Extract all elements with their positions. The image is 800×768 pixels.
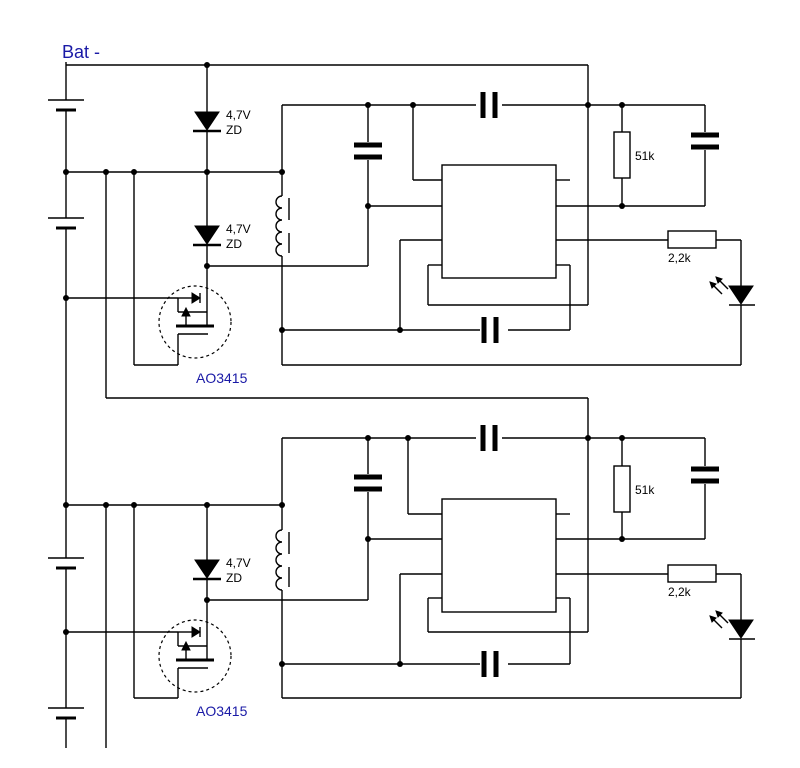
resistor-22k-lower-label: 2,2k: [668, 585, 692, 599]
mosfet-lower-circle: [158, 619, 232, 693]
zener-low-voltage: 4,7V: [226, 556, 251, 570]
zener-diode-top-icon: [194, 111, 220, 131]
zener-top-type: ZD: [226, 123, 242, 137]
resistor-51k-lower: [613, 465, 631, 513]
battery-label: Bat -: [62, 42, 100, 62]
resistor-22k-upper: [667, 230, 717, 249]
led-upper-icon: [728, 285, 754, 305]
mosfet-lower-label: AO3415: [196, 703, 248, 719]
resistor-22k-lower: [667, 564, 717, 583]
inductor-lower-icon: [275, 529, 283, 591]
zener-low-type: ZD: [226, 571, 242, 585]
ic-chip-upper: [441, 164, 557, 279]
mosfet-upper-label: AO3415: [196, 370, 248, 386]
lower-stage: 4,7V ZD AO3415: [63, 425, 755, 719]
zener-mid-voltage: 4,7V: [226, 222, 251, 236]
ic-chip-lower: [441, 498, 557, 613]
resistor-51k-upper-label: 51k: [635, 149, 655, 163]
resistor-22k-upper-label: 2,2k: [668, 251, 692, 265]
resistor-51k-upper: [613, 131, 631, 179]
battery-stack: [48, 62, 84, 748]
mosfet-upper-diode-icon: [191, 292, 201, 304]
led-lower-icon: [728, 619, 754, 639]
mosfet-upper-circle: [158, 285, 232, 359]
zener-mid-type: ZD: [226, 237, 242, 251]
inductor-upper-icon: [275, 195, 283, 257]
zener-diode-mid-icon: [194, 225, 220, 245]
upper-stage: 4,7V ZD 4,7V ZD AO3415: [63, 65, 755, 386]
zener-diode-low-icon: [194, 559, 220, 579]
resistor-51k-lower-label: 51k: [635, 483, 655, 497]
zener-top-voltage: 4,7V: [226, 108, 251, 122]
mosfet-lower-diode-icon: [191, 626, 201, 638]
